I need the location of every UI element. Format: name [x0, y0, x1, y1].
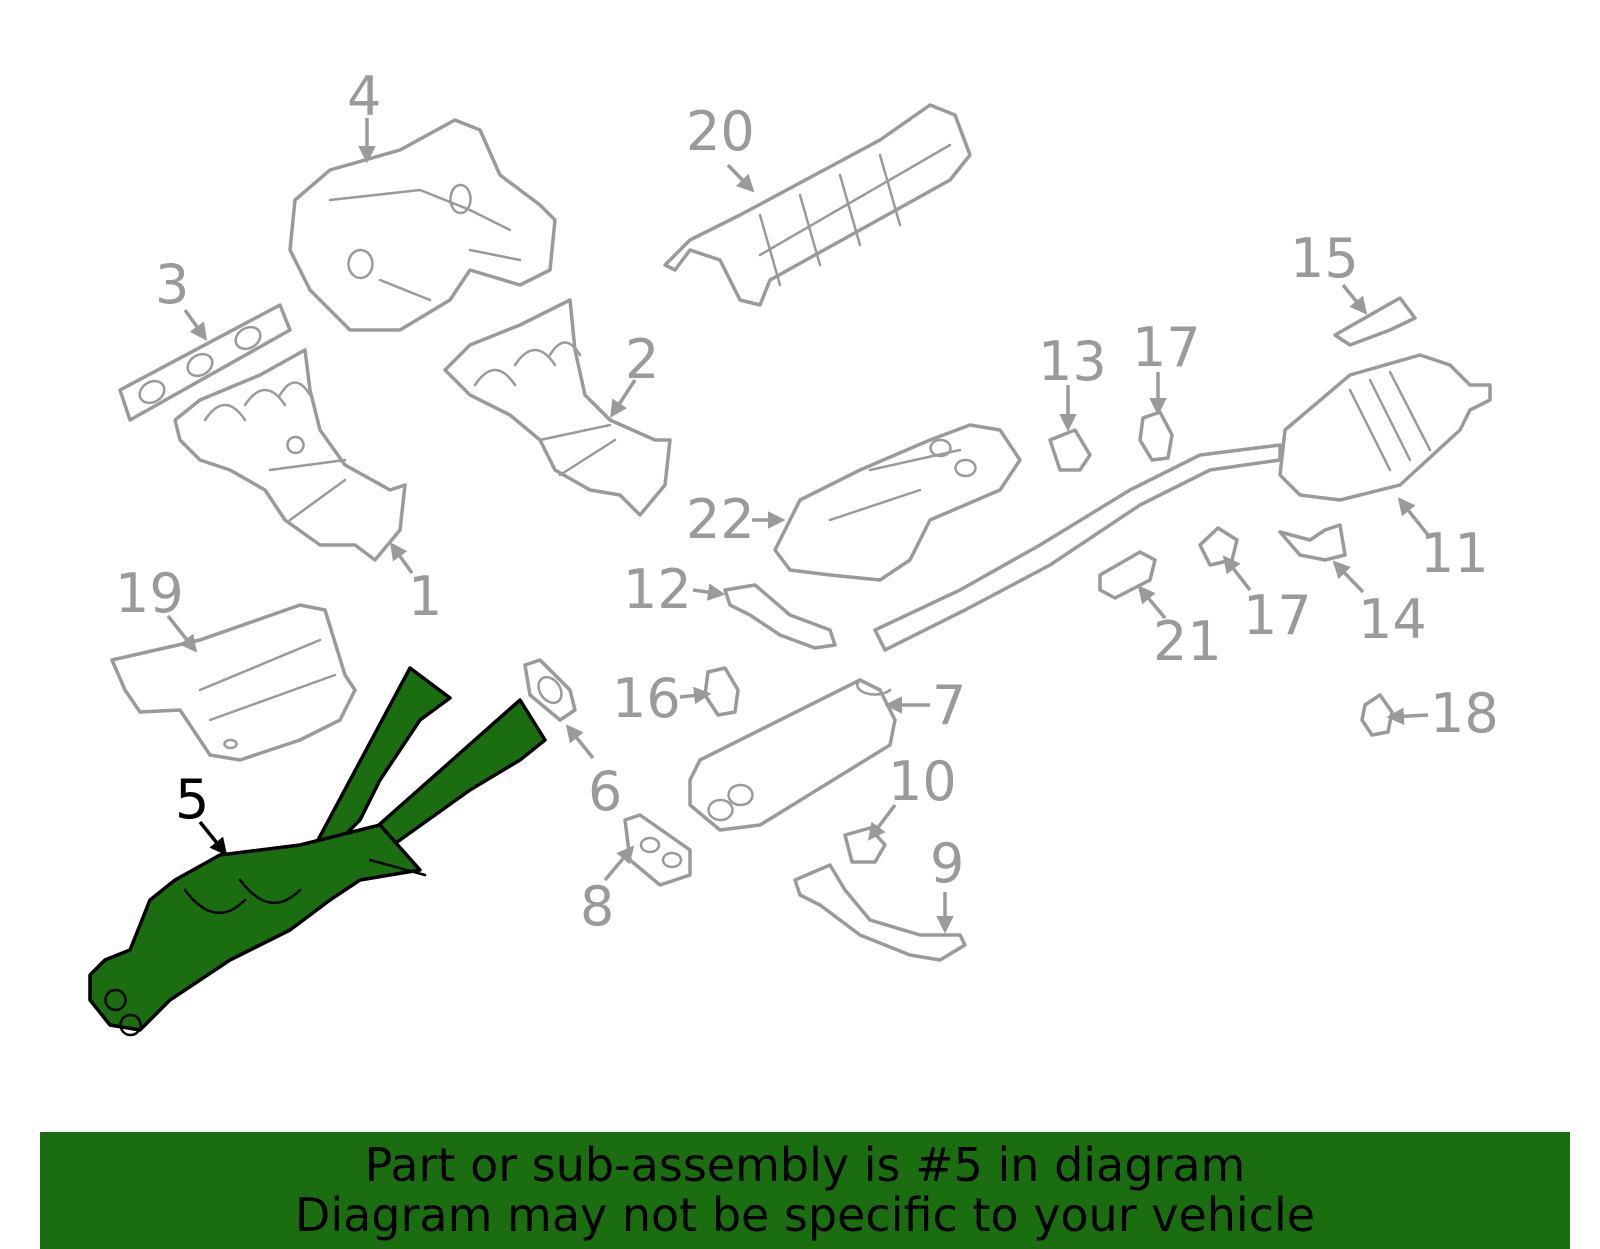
banner-line-1: Part or sub-assembly is #5 in diagram: [364, 1138, 1246, 1192]
callout-15: 15: [1290, 227, 1359, 290]
callout-14: 14: [1358, 588, 1427, 651]
part-5-front-pipe-converter[interactable]: [88, 666, 547, 1037]
part-8-gasket[interactable]: [623, 813, 692, 887]
part-6-gasket[interactable]: [523, 658, 577, 722]
callout-22: 22: [686, 488, 755, 551]
callout-21: 20: [686, 100, 755, 163]
part-13-clamp[interactable]: [1048, 428, 1092, 472]
callout-18: 18: [1430, 682, 1499, 745]
callout-6: 6: [588, 760, 622, 823]
part-9-bracket[interactable]: [793, 863, 967, 962]
callout-1: 1: [408, 565, 442, 628]
part-21-heat-shield[interactable]: [663, 103, 972, 307]
callout-5: 5: [175, 768, 209, 831]
callout-2: 2: [625, 328, 659, 391]
callout-10: 10: [888, 750, 957, 813]
part-17-insulator-lower[interactable]: [1198, 526, 1239, 567]
part-14-hanger[interactable]: [1278, 523, 1347, 562]
part-18-insulator[interactable]: [1360, 693, 1394, 737]
part-12-bracket[interactable]: [723, 583, 837, 650]
notice-banner: Part or sub-assembly is #5 in diagram Di…: [40, 1132, 1570, 1249]
callout-8: 8: [580, 875, 614, 938]
callout-16: 16: [612, 667, 681, 730]
part-19-clamp-sleeve[interactable]: [1098, 550, 1157, 600]
callout-17-lower: 17: [1243, 584, 1312, 647]
part-20-heat-shield[interactable]: [110, 603, 357, 762]
callout-7: 7: [932, 674, 966, 737]
part-11-rear-muffler[interactable]: [873, 353, 1492, 652]
callout-17-upper: 17: [1132, 316, 1201, 379]
callout-12: 12: [623, 558, 692, 621]
callout-11: 11: [1420, 522, 1489, 585]
part-15-bracket[interactable]: [1333, 296, 1417, 347]
callout-3: 3: [155, 253, 189, 316]
callout-labels: 4 3 1 2 19 20 22 5 6 7 8 9 10 11 12 13 1…: [115, 65, 1499, 938]
part-3-gasket[interactable]: [118, 303, 292, 422]
part-1-manifold-converter[interactable]: [173, 348, 407, 562]
callout-20: 19: [115, 562, 184, 625]
callout-4: 4: [347, 65, 381, 128]
callout-arrows: [166, 118, 1430, 934]
part-10-insulator[interactable]: [843, 826, 887, 864]
part-2-manifold-converter[interactable]: [443, 298, 672, 517]
part-4-heat-shield[interactable]: [288, 118, 557, 332]
part-17-insulator-upper[interactable]: [1138, 410, 1174, 462]
callout-19: 21: [1153, 610, 1222, 673]
callout-9: 9: [930, 832, 964, 895]
banner-line-2: Diagram may not be specific to your vehi…: [294, 1188, 1316, 1242]
part-7-muffler[interactable]: [688, 678, 897, 832]
part-16-insulator[interactable]: [703, 666, 740, 717]
part-22-heat-shield[interactable]: [773, 423, 1022, 582]
callout-13: 13: [1038, 330, 1107, 393]
